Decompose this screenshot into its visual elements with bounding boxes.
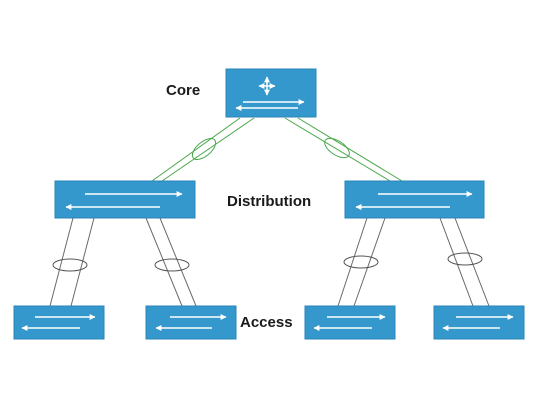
core-tier-label: Core — [166, 82, 201, 99]
link-aggregation-ring-access-3 — [343, 255, 379, 269]
link-aggregation-ring-core-dist-right — [324, 137, 350, 159]
switch-arrows-icon — [155, 314, 227, 331]
link-aggregation-ring-access-2 — [154, 258, 190, 272]
link-dist-left-access-2 — [145, 217, 197, 307]
link-aggregation-ring-core-dist-left — [191, 138, 217, 160]
link-dist-left-access-1 — [49, 217, 95, 307]
distribution-switch-right — [344, 180, 485, 219]
link-dist-right-access-3 — [337, 217, 386, 307]
switch-arrows-icon — [21, 314, 96, 331]
link-core-dist-right — [284, 117, 403, 182]
access-switch-2 — [145, 305, 237, 340]
router-cross-arrows-icon — [235, 76, 305, 111]
switch-arrows-icon — [442, 314, 514, 331]
distribution-tier-label: Distribution — [227, 193, 312, 210]
switch-arrows-icon — [313, 314, 386, 331]
link-aggregation-ring-access-4 — [447, 252, 483, 266]
switch-arrows-icon — [65, 191, 183, 210]
core-router-node — [225, 68, 317, 118]
link-core-dist-left — [151, 117, 255, 182]
access-switch-1 — [13, 305, 105, 340]
switch-arrows-icon — [355, 191, 473, 210]
access-switch-4 — [433, 305, 525, 340]
link-aggregation-ring-access-1 — [52, 258, 88, 272]
access-switch-3 — [304, 305, 396, 340]
access-tier-label: Access — [240, 314, 293, 331]
distribution-switch-left — [54, 180, 196, 219]
link-dist-right-access-4 — [439, 217, 490, 307]
